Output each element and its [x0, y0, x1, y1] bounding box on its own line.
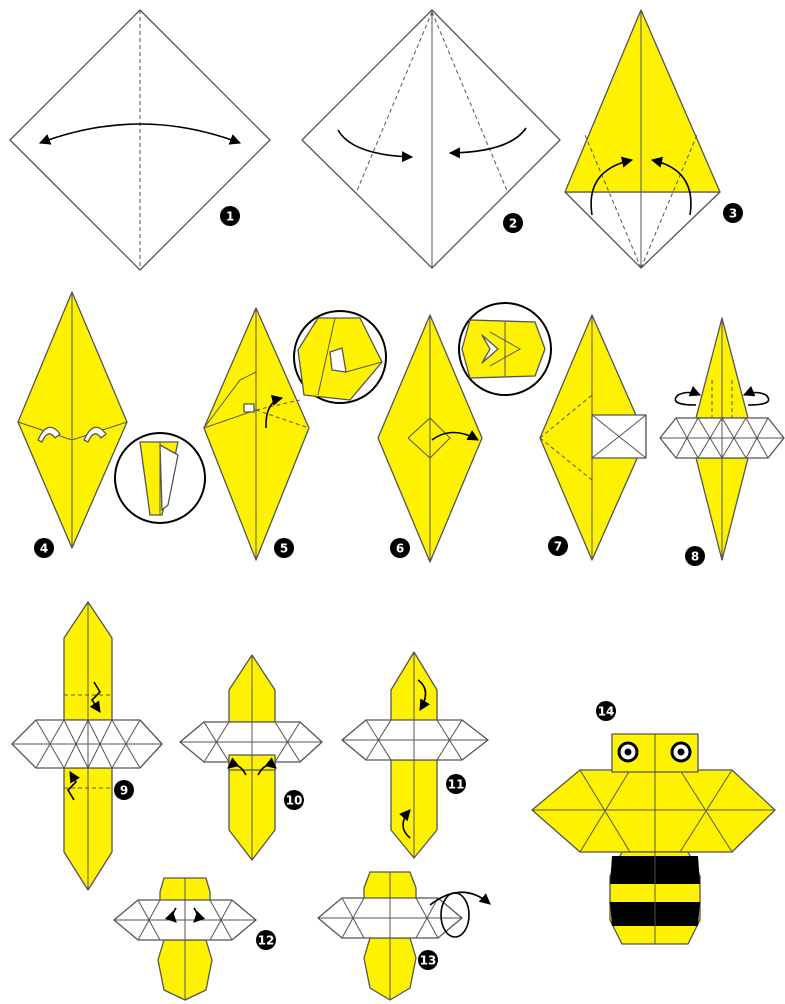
step-number: 4 [40, 542, 48, 556]
flip-over-icon [744, 393, 769, 406]
step-number: 6 [396, 542, 404, 556]
step-number: 8 [691, 550, 699, 564]
step-number: 10 [286, 794, 303, 808]
step-12: 12 [114, 878, 276, 1000]
step-9: 9 [12, 602, 162, 890]
step-7: 7 [540, 315, 646, 560]
step-badge-6: 6 [390, 538, 410, 558]
step-badge-3: 3 [723, 203, 743, 223]
kite-top [565, 10, 720, 192]
magnified-detail-icon [115, 433, 205, 523]
step-badge-8: 8 [685, 546, 705, 566]
step-badge-5: 5 [274, 538, 294, 558]
step-badge-12: 12 [256, 930, 276, 950]
step-badge-13: 13 [418, 950, 438, 970]
step-number: 12 [258, 934, 275, 948]
step-6: 6 [378, 303, 551, 562]
step-number: 3 [729, 207, 737, 221]
step-badge-9: 9 [114, 780, 134, 800]
step-badge-10: 10 [284, 790, 304, 810]
step-number: 1 [226, 210, 234, 224]
step-badge-14: 14 [596, 701, 616, 721]
step-4: 4 [18, 292, 205, 558]
bee-wings [532, 770, 775, 852]
bee-abdomen [610, 852, 700, 944]
white-flap [244, 404, 254, 412]
step-14-finished-bee: 14 [532, 701, 775, 944]
step-number: 9 [120, 784, 128, 798]
step-8: 8 [660, 318, 784, 566]
step-badge-11: 11 [446, 774, 466, 794]
step-3: 3 [565, 10, 743, 268]
step-badge-1: 1 [220, 206, 240, 226]
step-number: 2 [509, 217, 517, 231]
step-badge-2: 2 [503, 213, 523, 233]
step-11: 11 [342, 652, 488, 858]
step-badge-4: 4 [34, 538, 54, 558]
step-number: 14 [598, 705, 615, 719]
bee-head [612, 734, 698, 772]
step-5: 5 [204, 308, 386, 560]
white-bottom [565, 192, 720, 268]
step-number: 5 [280, 542, 288, 556]
step-2: 2 [302, 10, 560, 268]
step-1: 1 [10, 10, 270, 270]
flip-over-icon [675, 393, 700, 406]
magnified-detail-icon [459, 303, 551, 395]
step-13: 13 [318, 872, 490, 1000]
step-10: 10 [180, 655, 322, 860]
step-number: 11 [448, 778, 465, 792]
square-paper [302, 10, 560, 268]
step-number: 13 [420, 954, 437, 968]
step-badge-7: 7 [548, 536, 568, 556]
magnified-detail-icon [294, 311, 386, 403]
step-number: 7 [554, 540, 562, 554]
